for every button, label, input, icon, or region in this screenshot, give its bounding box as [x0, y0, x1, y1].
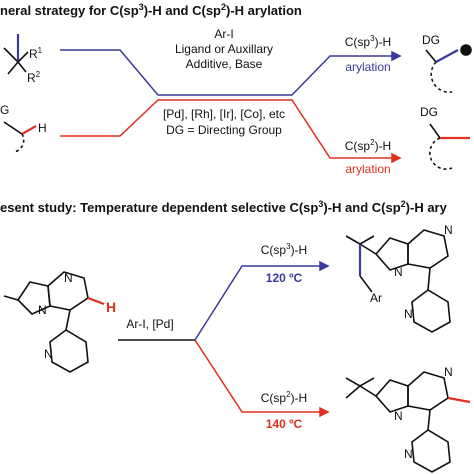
study-reagents: Ar-I, [Pd] — [126, 317, 173, 331]
condition-dg-definition: DG = Directing Group — [166, 123, 282, 137]
substrate-h-atom: H — [106, 299, 116, 315]
section1-title: neral strategy for C(sp3)-H and C(sp2)-H… — [0, 2, 302, 18]
product-sp2-molecule — [345, 371, 471, 473]
product-sp3-ar-label: Ar — [370, 291, 382, 305]
substrate-h-label: H — [38, 121, 47, 135]
product-sp3-n-atom-3: N — [404, 307, 413, 321]
substrate-dg-label: G — [0, 103, 9, 117]
sp3-pathway — [60, 49, 402, 96]
product-sp2-n-atom-1: N — [444, 365, 453, 379]
substrate-molecule — [3, 271, 105, 373]
sp2-arylation-label: arylation — [345, 162, 390, 176]
study-sp2-label: C(sp2)-H — [261, 390, 307, 405]
sp3-branch-label: C(sp3)-H — [345, 34, 391, 49]
study-sp2-pathway — [194, 339, 330, 418]
product-sp2-n-atom-3: N — [404, 447, 413, 461]
substrate-n-atom-2: N — [38, 303, 47, 317]
product-sp3-structure — [425, 44, 472, 94]
substrate-r1-label: R1 — [29, 46, 43, 61]
study-sp3-temperature: 120 ºC — [266, 271, 303, 285]
study-sp3-pathway — [194, 260, 330, 341]
product-sp3-n-atom-2: N — [394, 265, 403, 279]
section2-title: esent study: Temperature dependent selec… — [0, 199, 448, 215]
product-sp2-n-atom-2: N — [394, 409, 403, 423]
substrate-sp3-structure — [3, 34, 29, 75]
condition-ligand: Ligand or Auxillary — [175, 42, 273, 56]
study-sp3-label: C(sp3)-H — [261, 242, 307, 257]
product-sp2-dg-label: DG — [420, 105, 438, 119]
product-sp3-n-atom-1: N — [444, 223, 453, 237]
sp2-pathway — [60, 99, 402, 164]
substrate-r2-label: R2 — [27, 70, 41, 85]
condition-reagent: Ar-I — [214, 27, 233, 41]
condition-additive: Additive, Base — [186, 57, 263, 71]
study-sp2-temperature: 140 ºC — [266, 417, 303, 431]
substrate-n-atom-1: N — [64, 271, 73, 285]
sp3-arylation-label: arylation — [345, 60, 390, 74]
condition-catalysts: [Pd], [Rh], [Ir], [Co], etc — [163, 107, 285, 121]
substrate-sp2-structure — [3, 121, 37, 153]
product-sp3-molecule — [345, 229, 451, 333]
sp2-branch-label: C(sp2)-H — [345, 138, 391, 153]
product-sp3-dg-label: DG — [422, 33, 440, 47]
product-sp2-structure — [429, 123, 470, 170]
substrate-n-atom-3: N — [44, 347, 53, 361]
